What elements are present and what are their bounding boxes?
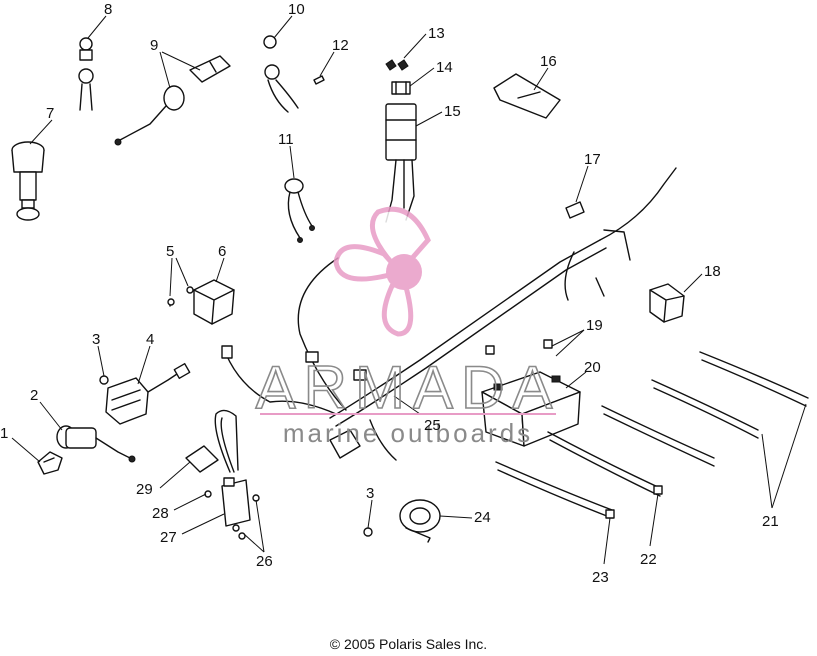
callout-21: 21	[762, 513, 779, 530]
part-sensor-connector	[99, 362, 191, 425]
callout-20: 20	[584, 359, 601, 376]
watermark-brand: ARMADA	[256, 354, 561, 421]
watermark-tagline: marine outboards	[283, 418, 533, 448]
callout-9: 9	[150, 37, 158, 54]
callout-2: 2	[30, 387, 38, 404]
callout-14: 14	[436, 59, 453, 76]
part-main-harness	[221, 167, 677, 461]
part-battery-bolts	[485, 339, 553, 355]
callout-4: 4	[146, 331, 154, 348]
callout-25: 25	[424, 417, 441, 434]
part-straps	[601, 351, 809, 467]
leader-lines	[11, 15, 807, 565]
callout-26: 26	[256, 553, 273, 570]
callout-6: 6	[218, 243, 226, 260]
callout-17: 17	[584, 151, 601, 168]
watermark-logo	[333, 206, 431, 337]
callout-10: 10	[288, 1, 305, 18]
callout-22: 22	[640, 551, 657, 568]
part-relay-block	[649, 283, 685, 323]
callout-13: 13	[428, 25, 445, 42]
part-switch-harness	[114, 55, 231, 146]
part-small-connector	[565, 201, 585, 219]
part-pin	[313, 75, 325, 85]
callout-24: 24	[474, 509, 491, 526]
callout-3: 3	[92, 331, 100, 348]
part-fuse	[391, 81, 411, 95]
callout-23: 23	[592, 569, 609, 586]
callout-5: 5	[166, 243, 174, 260]
copyright-notice: © 2005 Polaris Sales Inc.	[329, 636, 488, 652]
part-strap-22	[547, 431, 663, 497]
part-clip	[37, 451, 63, 475]
callout-16: 16	[540, 53, 557, 70]
part-strap-23	[495, 461, 615, 519]
part-lamp-socket-2	[263, 35, 299, 113]
callout-8: 8	[104, 1, 112, 18]
callout-11: 11	[278, 131, 294, 148]
part-relay	[167, 279, 235, 325]
part-cover-pad	[493, 73, 561, 119]
part-switch	[56, 425, 136, 463]
part-module	[385, 103, 417, 223]
part-ignition-switch	[11, 141, 45, 221]
callout-18: 18	[704, 263, 721, 280]
callout-28: 28	[152, 505, 169, 522]
part-sensor	[284, 178, 315, 243]
callout-19: 19	[586, 317, 603, 334]
callout-27: 27	[160, 529, 177, 546]
callout-1: 1	[0, 425, 8, 442]
callout-labels: 1 2 3 4 5 6 7 8 9 10 11 12 13 14 15 16 1…	[0, 1, 779, 586]
callout-12: 12	[332, 37, 349, 54]
part-horn	[363, 499, 441, 543]
callout-15: 15	[444, 103, 461, 120]
callout-7: 7	[46, 105, 54, 122]
part-clips	[385, 59, 409, 71]
part-battery	[481, 371, 581, 447]
callout-29: 29	[136, 481, 153, 498]
callout-3b: 3	[366, 485, 374, 502]
propeller-icon	[333, 206, 431, 337]
part-lamp-socket	[78, 37, 94, 111]
part-ignition-coil	[185, 409, 260, 540]
